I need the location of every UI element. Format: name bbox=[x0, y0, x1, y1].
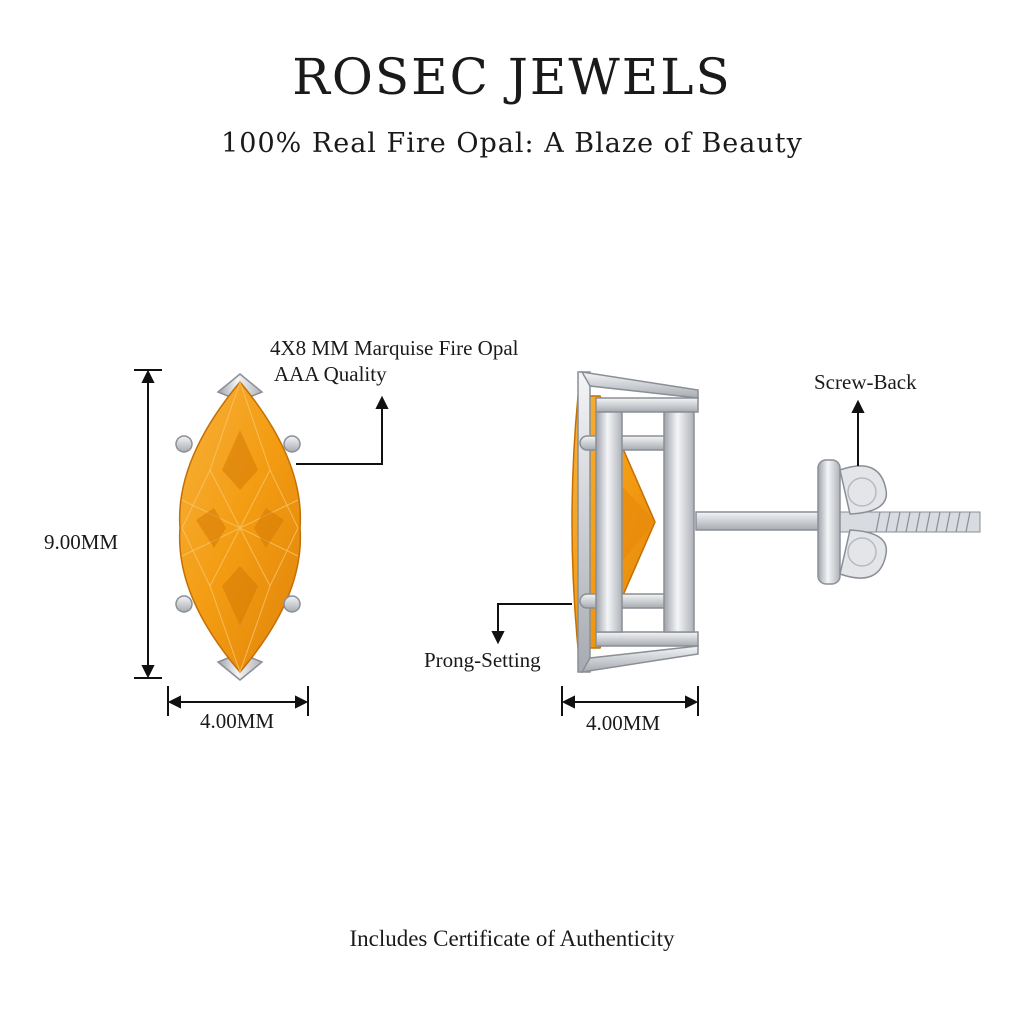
height-label: 9.00MM bbox=[44, 530, 119, 554]
prong-setting-label: Prong-Setting bbox=[424, 648, 541, 672]
front-width-dimension-line bbox=[167, 686, 309, 716]
front-width-label: 4.00MM bbox=[200, 709, 275, 733]
screw-back bbox=[817, 459, 841, 585]
stone-label-line2: AAA Quality bbox=[274, 362, 387, 386]
height-dimension-line bbox=[134, 369, 162, 679]
stone-label-line1: 4X8 MM Marquise Fire Opal bbox=[270, 336, 519, 360]
brand-title: ROSEC JEWELS bbox=[292, 48, 732, 106]
stone-callout-line bbox=[296, 395, 389, 465]
side-width-dimension-line bbox=[561, 686, 699, 716]
screw-back-label: Screw-Back bbox=[814, 370, 917, 394]
side-view-earring bbox=[571, 371, 981, 673]
side-width-label: 4.00MM bbox=[586, 711, 661, 735]
prong-setting-callout-line bbox=[491, 603, 572, 645]
certificate-note: Includes Certificate of Authenticity bbox=[349, 926, 675, 951]
front-view-earring bbox=[175, 373, 302, 681]
tagline: 100% Real Fire Opal: A Blaze of Beauty bbox=[221, 128, 803, 159]
screw-back-callout-line bbox=[851, 399, 865, 466]
